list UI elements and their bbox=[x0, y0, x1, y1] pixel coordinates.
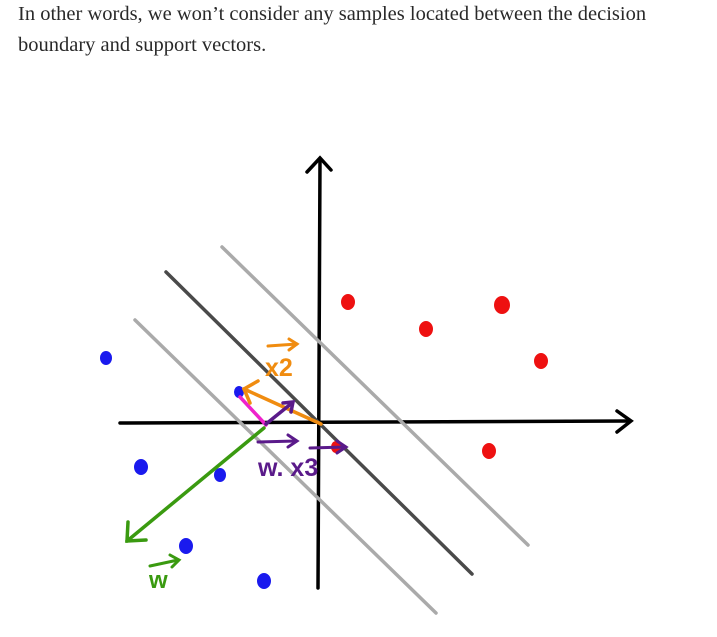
perpendicular-segment bbox=[238, 395, 268, 427]
x2-label: x2 bbox=[265, 337, 300, 382]
w-vector bbox=[125, 426, 266, 543]
positive-point bbox=[419, 321, 433, 337]
positive-point bbox=[341, 294, 355, 310]
w-dot-x3-label-text: w. x3 bbox=[257, 454, 318, 482]
negative-point bbox=[214, 468, 226, 482]
w-label-text: w bbox=[148, 567, 168, 594]
negative-point bbox=[179, 538, 193, 554]
negative-point bbox=[100, 351, 112, 365]
w-dot-x3-label: w. x3 bbox=[256, 433, 349, 482]
body-paragraph: In other words, we won’t consider any sa… bbox=[18, 3, 647, 56]
positive-point bbox=[494, 296, 510, 314]
y-axis-arrowhead bbox=[305, 155, 333, 174]
x2-label-text: x2 bbox=[265, 354, 293, 382]
axes bbox=[118, 155, 634, 590]
x-axis bbox=[118, 419, 632, 425]
negative-point bbox=[134, 459, 148, 475]
x-axis-arrowhead bbox=[615, 409, 634, 434]
positive-point bbox=[482, 443, 496, 459]
w-label: w bbox=[148, 553, 182, 594]
positive-point bbox=[534, 353, 548, 369]
x3-vector bbox=[264, 400, 296, 426]
negative-point bbox=[234, 386, 244, 398]
x2-vector bbox=[241, 379, 323, 426]
negative-point bbox=[257, 573, 271, 589]
negative-points bbox=[100, 351, 271, 589]
y-axis bbox=[316, 158, 322, 590]
lower-margin-line bbox=[133, 318, 438, 615]
positive-points bbox=[331, 294, 548, 459]
upper-margin-line bbox=[220, 245, 530, 547]
